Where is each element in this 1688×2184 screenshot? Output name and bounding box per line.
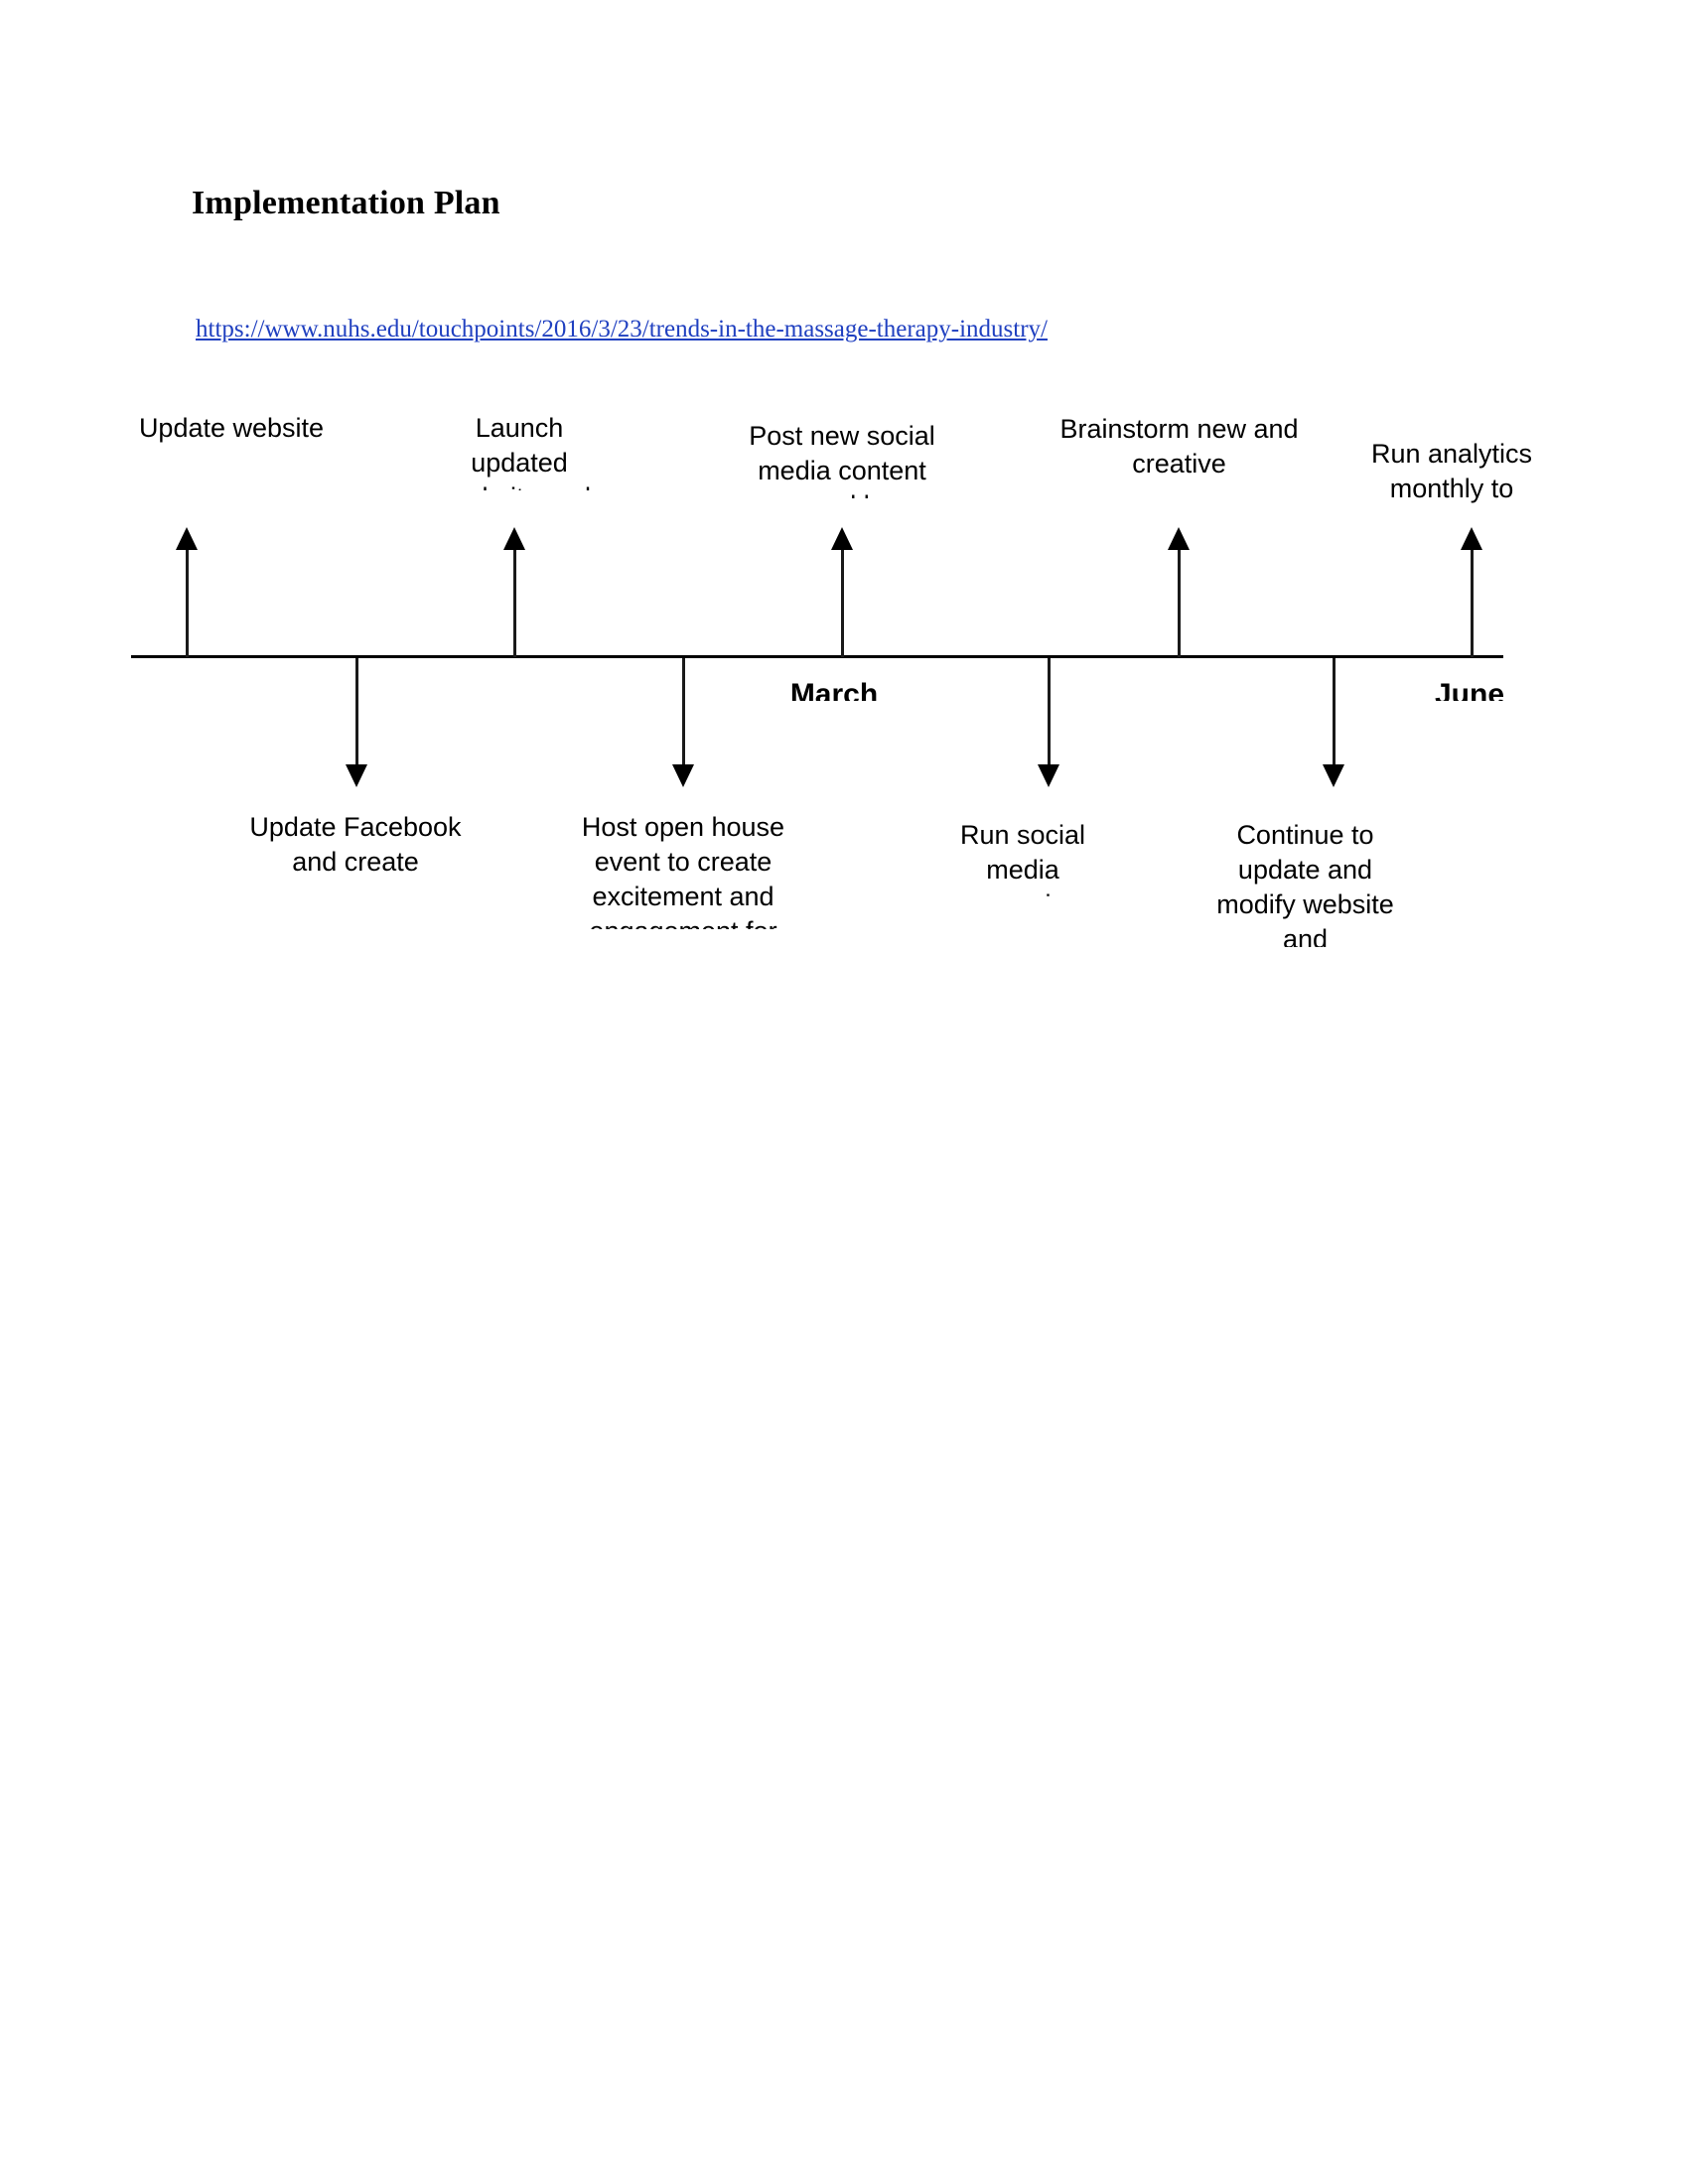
timeline-arrow-stem-below-4: [1333, 658, 1336, 767]
timeline-arrow-stem-above-2: [513, 548, 516, 657]
timeline-event-label-below-4: Continue to update and modify website an…: [1216, 820, 1394, 947]
timeline-arrowhead-up-icon-4: [1168, 527, 1190, 550]
timeline-month-label-march: March: [789, 678, 879, 701]
timeline-axis: [131, 655, 1503, 658]
timeline-event-label-below-3: Run social media campaign: [959, 820, 1086, 897]
timeline-month-label-june: June: [1434, 678, 1505, 701]
timeline-event-label-below-2: Host open house event to create exciteme…: [581, 812, 785, 929]
timeline-arrowhead-down-icon-2: [672, 764, 694, 787]
timeline-arrowhead-down-icon-3: [1038, 764, 1059, 787]
implementation-timeline-diagram: Update website Launch updated website an…: [0, 0, 1688, 993]
timeline-event-label-above-2: Launch updated website and: [448, 413, 591, 490]
source-hyperlink[interactable]: https://www.nuhs.edu/touchpoints/2016/3/…: [196, 316, 1048, 342]
timeline-event-label-above-4: Brainstorm new and creative: [1059, 414, 1299, 478]
timeline-arrow-stem-above-4: [1178, 548, 1181, 657]
timeline-arrowhead-up-icon-2: [503, 527, 525, 550]
page-title: Implementation Plan: [192, 185, 500, 221]
timeline-event-label-above-5: Run analytics monthly to: [1370, 439, 1533, 503]
timeline-arrowhead-down-icon-1: [346, 764, 367, 787]
timeline-event-label-above-1: Update website: [138, 413, 325, 443]
timeline-arrow-stem-above-3: [841, 548, 844, 657]
timeline-arrow-stem-below-3: [1048, 658, 1051, 767]
timeline-arrow-stem-below-2: [682, 658, 685, 767]
timeline-event-label-above-3: Post new social media content weekly: [749, 421, 935, 498]
timeline-arrow-stem-below-1: [355, 658, 358, 767]
timeline-arrowhead-up-icon-3: [831, 527, 853, 550]
timeline-arrow-stem-above-1: [186, 548, 189, 657]
timeline-arrowhead-up-icon-5: [1461, 527, 1482, 550]
timeline-arrowhead-up-icon-1: [176, 527, 198, 550]
timeline-arrow-stem-above-5: [1471, 548, 1474, 657]
timeline-event-label-below-1: Update Facebook and create: [249, 812, 462, 877]
timeline-arrowhead-down-icon-4: [1323, 764, 1344, 787]
